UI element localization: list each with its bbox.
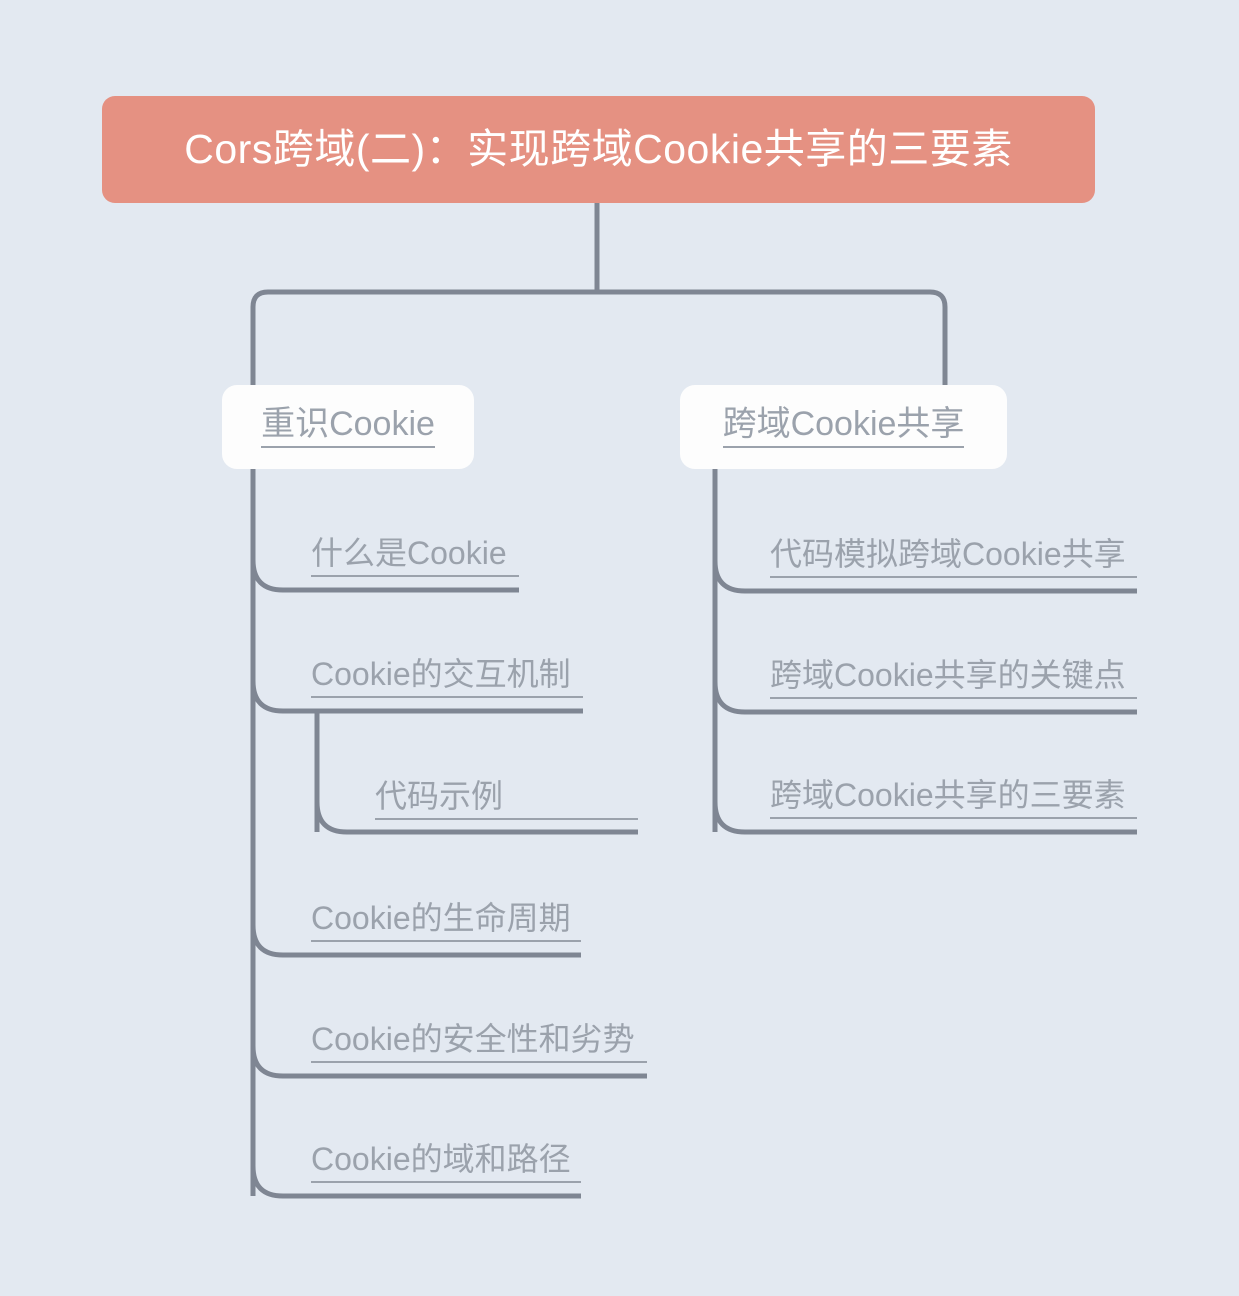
branch-node-0[interactable]: 重识Cookie <box>222 385 474 469</box>
leaf-node-8[interactable]: 跨域Cookie共享的三要素 <box>770 779 1137 819</box>
leaf-node-5[interactable]: Cookie的域和路径 <box>311 1143 581 1183</box>
leaf-node-6[interactable]: 代码模拟跨域Cookie共享 <box>770 538 1137 578</box>
wire-root-fork <box>250 289 948 385</box>
leaf-node-0[interactable]: 什么是Cookie <box>311 537 519 577</box>
branch-node-1-label: 跨域Cookie共享 <box>722 407 965 448</box>
leaf-node-6-label: 代码模拟跨域Cookie共享 <box>770 536 1126 572</box>
leaf-node-4[interactable]: Cookie的安全性和劣势 <box>311 1023 647 1063</box>
leaf-node-7-label: 跨域Cookie共享的关键点 <box>770 657 1126 693</box>
leaf-node-2-label: 代码示例 <box>375 778 504 814</box>
leaf-node-8-label: 跨域Cookie共享的三要素 <box>770 777 1126 813</box>
leaf-node-5-label: Cookie的域和路径 <box>311 1141 571 1177</box>
root-node[interactable]: Cors跨域(二)：实现跨域Cookie共享的三要素 <box>102 96 1095 203</box>
root-node-label: Cors跨域(二)：实现跨域Cookie共享的三要素 <box>184 126 1013 172</box>
leaf-node-2[interactable]: 代码示例 <box>375 780 638 820</box>
branch-node-0-label: 重识Cookie <box>261 407 435 448</box>
branch-node-1[interactable]: 跨域Cookie共享 <box>680 385 1007 469</box>
leaf-node-0-label: 什么是Cookie <box>311 535 507 571</box>
leaf-node-3-label: Cookie的生命周期 <box>311 900 571 936</box>
leaf-node-3[interactable]: Cookie的生命周期 <box>311 902 581 942</box>
leaf-node-4-label: Cookie的安全性和劣势 <box>311 1021 635 1057</box>
leaf-node-7[interactable]: 跨域Cookie共享的关键点 <box>770 659 1137 699</box>
leaf-node-1-label: Cookie的交互机制 <box>311 656 571 692</box>
leaf-node-1[interactable]: Cookie的交互机制 <box>311 658 583 698</box>
